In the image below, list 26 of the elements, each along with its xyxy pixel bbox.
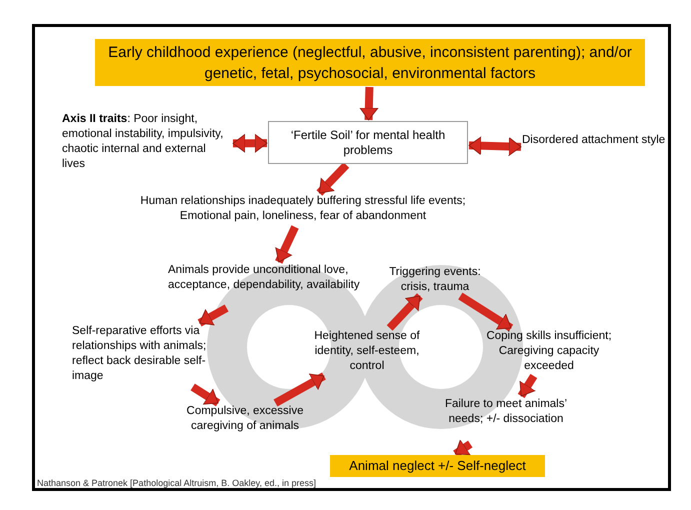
- block-arrow: [453, 439, 472, 458]
- block-arrow: [518, 374, 538, 398]
- text-label: Self-reparative efforts via relationships with animals; reflect back desirable self-image: [72, 324, 212, 386]
- text-label: Axis II traits: Poor insight, emotional instability, impulsivity, chaotic internal and external lives: [62, 112, 232, 176]
- block-arrow: [275, 225, 299, 264]
- text-label: Coping skills insufficient; Caregiving capacity exceeded: [478, 329, 620, 375]
- block-arrow: [198, 304, 229, 326]
- block-arrow: [316, 162, 350, 196]
- text-label: Triggering events: crisis, trauma: [380, 265, 490, 295]
- block-arrow: [468, 136, 522, 156]
- text-label: Compulsive, excessive caregiving of animals: [170, 404, 320, 436]
- block-arrow: [386, 293, 423, 331]
- outcome-box: Animal neglect +/- Self-neglect: [330, 455, 545, 477]
- block-arrow: [458, 292, 514, 332]
- text-label: Human relationships inadequately buffering stressful life events; Emotional pain, loneliness, fear of abandonment: [128, 194, 478, 226]
- text-label: Failure to meet animals’ needs; +/- dissociation: [436, 397, 576, 443]
- citation-note: Nathanson & Patronek [Pathological Altruism, B. Oakley, ed., in press]: [37, 478, 316, 489]
- cause-box: Early childhood experience (neglectful, abusive, inconsistent parenting); and/or genetic, fetal, psychosocial, environmental factors: [95, 39, 645, 86]
- process-box: ‘Fertile Soil’ for mental health problems: [268, 121, 468, 164]
- block-arrow: [274, 372, 326, 406]
- text-label: Disordered attachment style: [522, 133, 667, 165]
- text-label: Heightened sense of identity, self-esteem, control: [310, 329, 424, 375]
- block-arrow: [359, 86, 378, 120]
- block-arrow: [232, 134, 268, 153]
- text-label: Animals provide unconditional love, acceptance, dependability, availability: [168, 263, 368, 307]
- block-arrow: [190, 384, 220, 406]
